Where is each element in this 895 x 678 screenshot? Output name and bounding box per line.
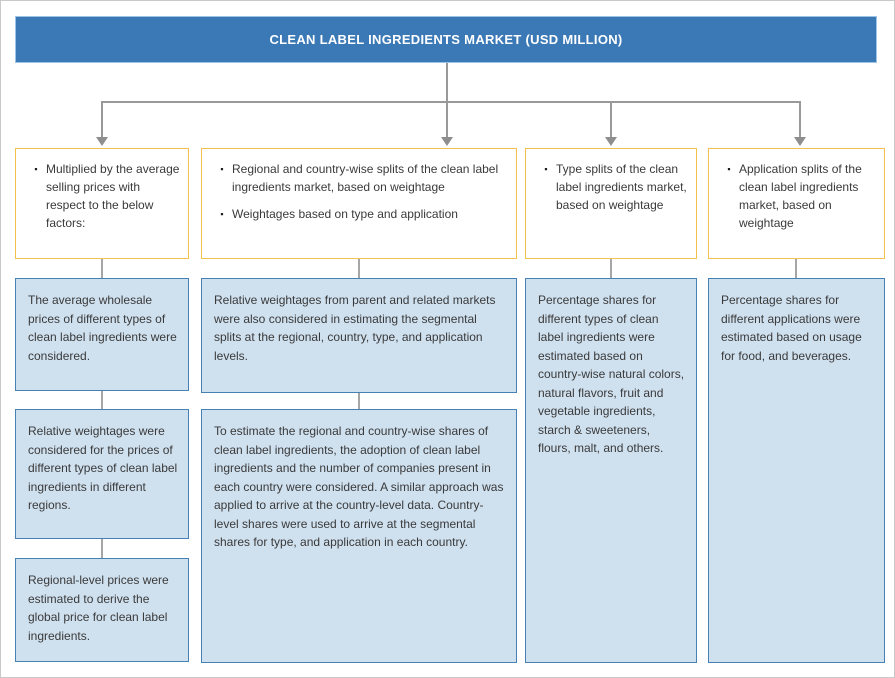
bullet-icon: ▪ — [34, 164, 38, 174]
bullet-item: ▪ Type splits of the clean label ingredi… — [536, 160, 688, 214]
process-box-country-shares: To estimate the regional and country-wis… — [201, 409, 517, 663]
diagram-title: CLEAN LABEL INGREDIENTS MARKET (USD MILL… — [269, 32, 623, 47]
connector-stub — [610, 259, 612, 278]
bullet-icon: ▪ — [220, 209, 224, 219]
connector-stub — [101, 391, 103, 409]
bullet-item: ▪ Application splits of the clean label … — [719, 160, 876, 232]
bullet-item: ▪ Regional and country-wise splits of th… — [212, 160, 508, 196]
bullet-label: Regional and country-wise splits of the … — [232, 162, 499, 194]
process-box-relative-weightages-prices: Relative weightages were considered for … — [15, 409, 189, 539]
connector-stub — [358, 393, 360, 409]
connector-branch-4 — [799, 101, 801, 137]
connector-stub — [795, 259, 797, 278]
process-box-type-shares: Percentage shares for different types of… — [525, 278, 697, 663]
process-box-regional-prices: Regional-level prices were estimated to … — [15, 558, 189, 662]
top-box-type-splits: ▪ Type splits of the clean label ingredi… — [525, 148, 697, 259]
connector-stub — [101, 259, 103, 278]
connector-trunk — [446, 63, 448, 102]
bullet-label: Type splits of the clean label ingredien… — [556, 162, 687, 212]
bullet-icon: ▪ — [727, 164, 731, 174]
arrow-down-icon — [605, 137, 617, 146]
connector-branch-1 — [101, 101, 103, 137]
arrow-down-icon — [96, 137, 108, 146]
arrow-down-icon — [794, 137, 806, 146]
bullet-icon: ▪ — [220, 164, 224, 174]
bullet-item: ▪ Weightages based on type and applicati… — [212, 205, 508, 223]
bullet-label: Multiplied by the average selling prices… — [46, 162, 180, 230]
connector-stub — [101, 539, 103, 558]
connector-crossbar — [101, 101, 801, 103]
top-box-pricing: ▪ Multiplied by the average selling pric… — [15, 148, 189, 259]
arrow-down-icon — [441, 137, 453, 146]
connector-branch-3 — [610, 101, 612, 137]
top-box-application-splits: ▪ Application splits of the clean label … — [708, 148, 885, 259]
connector-branch-2 — [446, 101, 448, 137]
bullet-item: ▪ Multiplied by the average selling pric… — [26, 160, 180, 232]
connector-stub — [358, 259, 360, 278]
diagram-header: CLEAN LABEL INGREDIENTS MARKET (USD MILL… — [15, 16, 877, 63]
bullet-icon: ▪ — [544, 164, 548, 174]
process-box-wholesale-prices: The average wholesale prices of differen… — [15, 278, 189, 391]
process-box-application-shares: Percentage shares for different applicat… — [708, 278, 885, 663]
top-box-regional-splits: ▪ Regional and country-wise splits of th… — [201, 148, 517, 259]
process-box-parent-markets: Relative weightages from parent and rela… — [201, 278, 517, 393]
bullet-label: Weightages based on type and application — [232, 207, 458, 221]
bullet-label: Application splits of the clean label in… — [739, 162, 862, 230]
